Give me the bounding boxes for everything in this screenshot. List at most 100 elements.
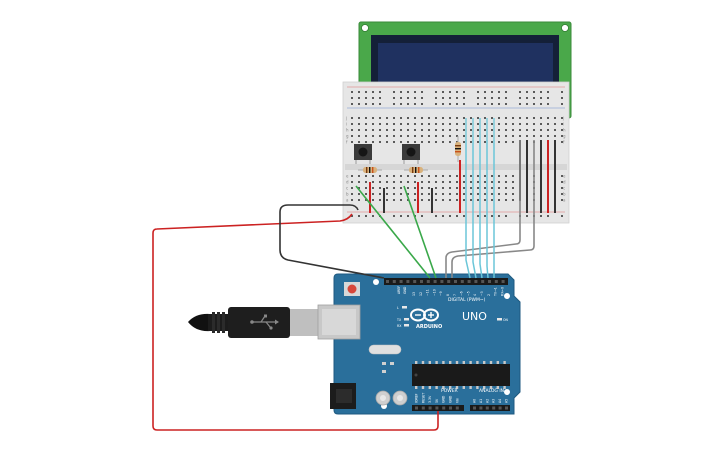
- breadboard-hole: [407, 199, 409, 201]
- header-pin[interactable]: [426, 280, 430, 283]
- header-pin[interactable]: [442, 406, 446, 410]
- breadboard-hole: [561, 97, 563, 99]
- pushbutton-1[interactable]: [354, 144, 372, 164]
- header-pin[interactable]: [428, 406, 432, 410]
- breadboard-hole: [498, 129, 500, 131]
- header-pin[interactable]: [440, 280, 444, 283]
- wire-cyan-1[interactable]: [465, 140, 471, 279]
- wire-green-button-1[interactable]: [355, 185, 431, 279]
- resistor-3[interactable]: [455, 136, 461, 162]
- breadboard-hole: [393, 103, 395, 105]
- header-pin[interactable]: [460, 280, 464, 283]
- breadboard-hole: [407, 193, 409, 195]
- header-pin[interactable]: [481, 280, 485, 283]
- header-pin[interactable]: [492, 406, 496, 410]
- breadboard-hole: [456, 135, 458, 137]
- breadboard-hole: [435, 215, 437, 217]
- header-pin[interactable]: [467, 280, 471, 283]
- breadboard-hole: [435, 97, 437, 99]
- resistor-1[interactable]: [358, 167, 382, 173]
- breadboard-hole: [477, 199, 479, 201]
- wire-green-button-2[interactable]: [403, 185, 437, 279]
- breadboard-row-letter: j: [345, 116, 347, 121]
- breadboard-hole: [379, 117, 381, 119]
- header-pin[interactable]: [455, 406, 459, 410]
- chip-pin: [415, 361, 418, 364]
- header-pin[interactable]: [421, 406, 425, 410]
- header-pin[interactable]: [386, 280, 389, 283]
- breadboard-hole: [498, 91, 500, 93]
- header-pin[interactable]: [413, 280, 417, 283]
- header-pin[interactable]: [454, 280, 457, 283]
- header-pin[interactable]: [488, 280, 491, 283]
- header-pin[interactable]: [501, 280, 505, 283]
- resistor-2[interactable]: [404, 167, 428, 173]
- header-pin[interactable]: [433, 280, 437, 283]
- breadboard-jumpers: [369, 140, 556, 213]
- breadboard-hole: [386, 193, 388, 195]
- wire-black-gnd[interactable]: [279, 204, 385, 279]
- header-pin[interactable]: [406, 280, 410, 283]
- breadboard-row-letter: h: [563, 128, 566, 133]
- chip-pin: [489, 361, 493, 364]
- header-pin[interactable]: [474, 280, 478, 283]
- breadboard-hole: [491, 129, 493, 131]
- header-pin[interactable]: [494, 280, 498, 283]
- breadboard-hole: [477, 123, 479, 125]
- breadboard-hole: [351, 129, 353, 131]
- header-pin[interactable]: [473, 406, 476, 410]
- breadboard-hole: [470, 175, 472, 177]
- header-pin[interactable]: [485, 406, 489, 410]
- breadboard-hole: [491, 175, 493, 177]
- header-pin[interactable]: [498, 406, 502, 410]
- breadboard-hole: [470, 141, 472, 143]
- header-pin[interactable]: [449, 406, 452, 410]
- breadboard-hole: [414, 129, 416, 131]
- chip-pin: [415, 386, 418, 389]
- breadboard-hole: [372, 103, 374, 105]
- reset-button[interactable]: [347, 284, 357, 294]
- breadboard-hole: [379, 181, 381, 183]
- breadboard-hole: [449, 199, 451, 201]
- resistor-band: [372, 167, 374, 173]
- resistor-band: [412, 167, 414, 173]
- gnd-label: GND: [403, 286, 407, 294]
- wire-cyan-3[interactable]: [479, 140, 483, 279]
- wire-cyan-4[interactable]: [486, 140, 489, 279]
- wire-gray-1[interactable]: [445, 200, 521, 278]
- digital-header-holes: [386, 280, 505, 283]
- breadboard-hole: [484, 103, 486, 105]
- breadboard-hole: [505, 193, 507, 195]
- breadboard-hole: [491, 91, 493, 93]
- header-pin[interactable]: [435, 406, 439, 410]
- breadboard-hole: [449, 175, 451, 177]
- breadboard-hole: [547, 123, 549, 125]
- breadboard-hole: [442, 141, 444, 143]
- breadboard-hole: [407, 129, 409, 131]
- header-pin[interactable]: [420, 280, 423, 283]
- breadboard-hole: [498, 193, 500, 195]
- header-pin[interactable]: [505, 406, 508, 410]
- usb-cable[interactable]: [188, 304, 361, 340]
- pushbutton-2[interactable]: [402, 144, 420, 164]
- header-pin[interactable]: [447, 280, 451, 283]
- breadboard-hole: [484, 187, 486, 189]
- header-pin[interactable]: [392, 280, 396, 283]
- resistor-band: [366, 167, 368, 173]
- breadboard-hole: [358, 135, 360, 137]
- header-pin[interactable]: [479, 406, 483, 410]
- header-pin[interactable]: [399, 280, 403, 283]
- breadboard-hole: [505, 91, 507, 93]
- digital-pin-label: ~6: [460, 291, 464, 296]
- wire-red-5v[interactable]: [152, 213, 439, 431]
- header-pin[interactable]: [415, 406, 418, 410]
- breadboard-hole: [379, 91, 381, 93]
- breadboard-hole: [498, 117, 500, 119]
- breadboard-hole: [442, 135, 444, 137]
- digital-pin-label: ~11: [426, 289, 430, 296]
- breadboard-hole: [365, 193, 367, 195]
- wire-cyan-2[interactable]: [472, 140, 477, 279]
- chip-pin: [442, 361, 445, 364]
